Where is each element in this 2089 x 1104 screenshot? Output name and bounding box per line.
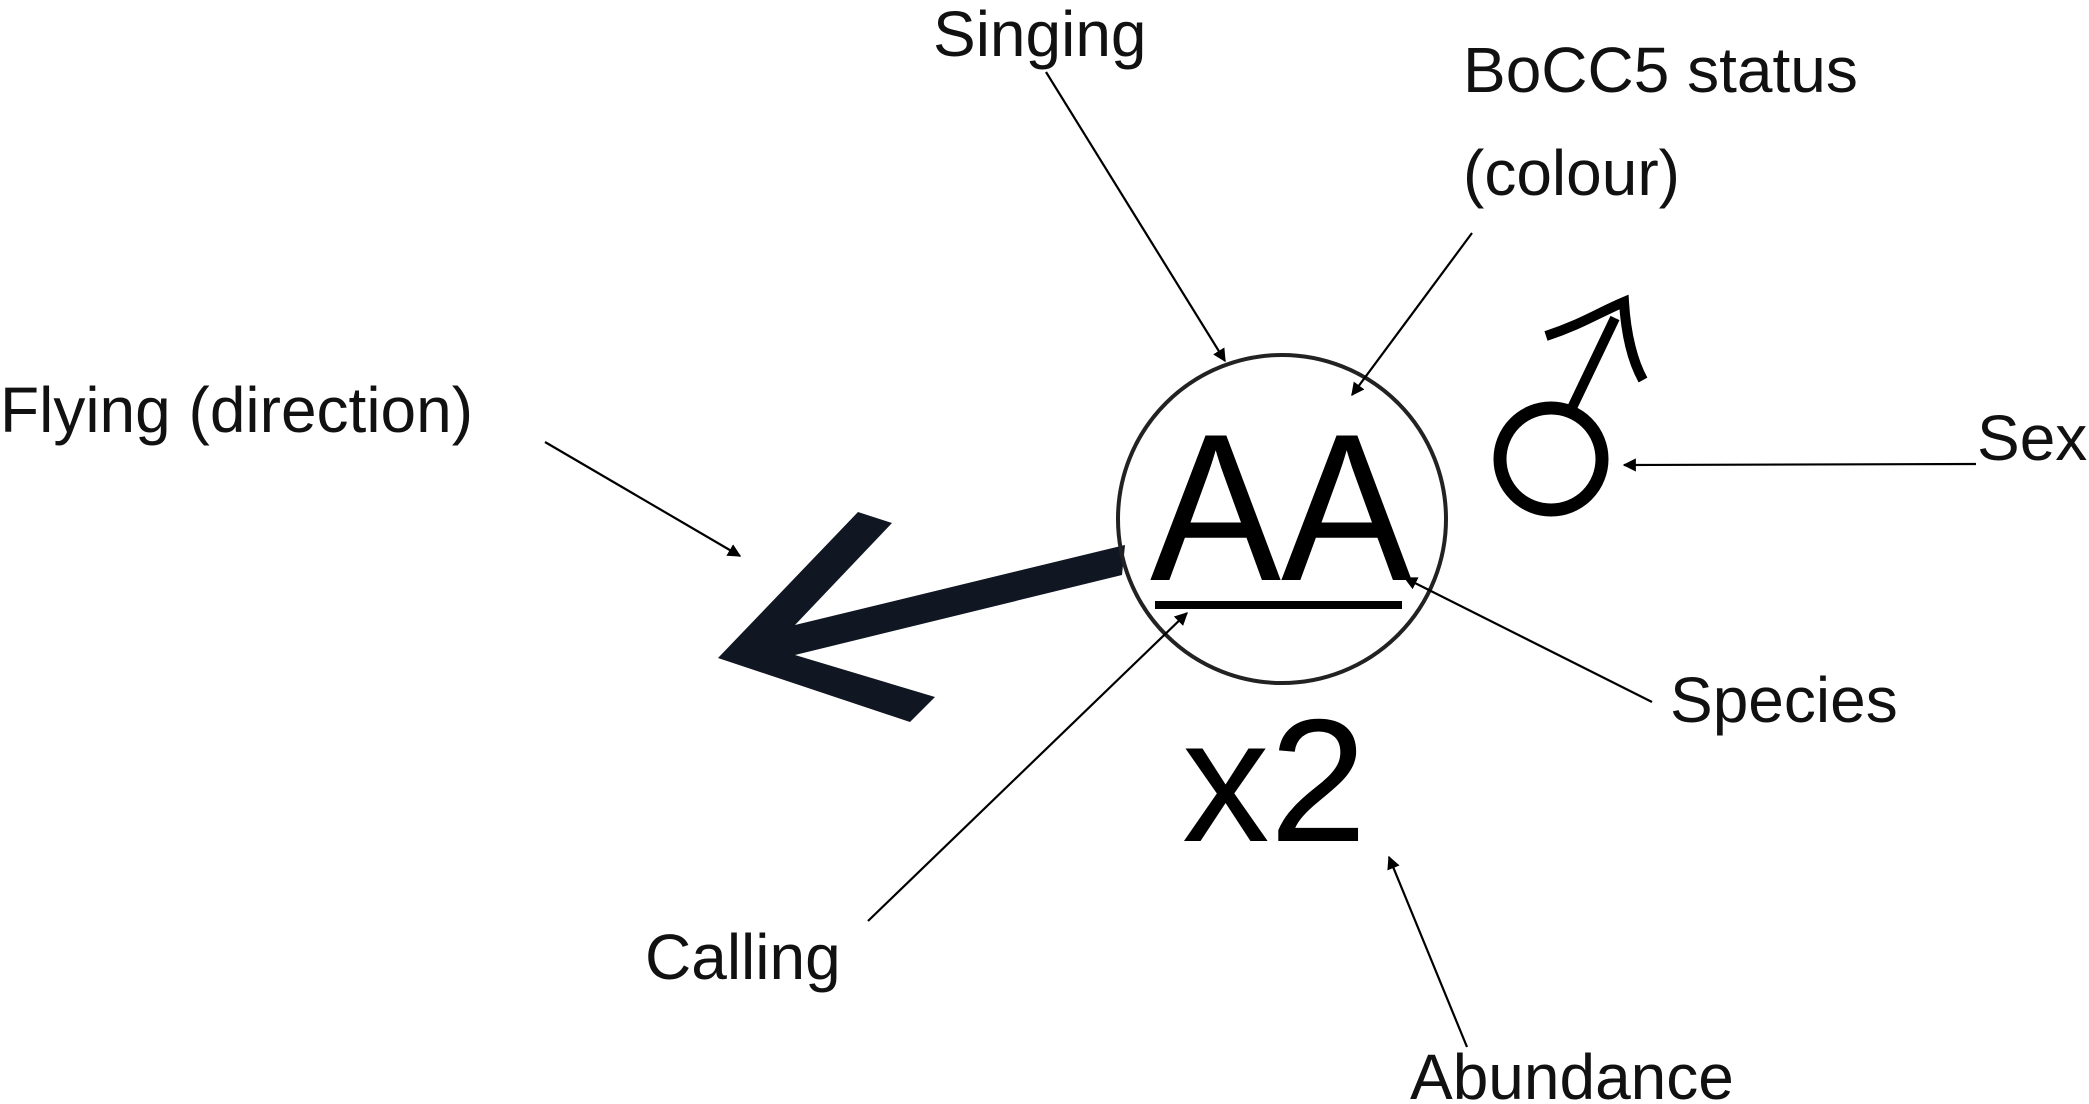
singing-leader-line [1045, 71, 1226, 363]
bocc5-status-label-line2: (colour) [1463, 137, 1680, 209]
singing-circle-icon [1116, 353, 1448, 685]
male-symbol-icon [1493, 294, 1648, 517]
sex-leader-line [1622, 458, 1977, 472]
species-code: AA [1150, 390, 1412, 625]
abundance-leader-line [1387, 855, 1469, 1048]
sex-label: Sex [1977, 402, 2087, 474]
flying-direction-arrow-icon [718, 512, 1125, 722]
flying-label: Flying (direction) [0, 374, 473, 446]
singing-label: Singing [933, 0, 1147, 70]
species-label: Species [1670, 664, 1898, 736]
species-leader-line [1403, 577, 1653, 703]
abundance-label: Abundance [1410, 1041, 1734, 1104]
flying-leader-line [544, 441, 742, 557]
abundance-value: x2 [1182, 684, 1367, 879]
bocc5-status-label-line1: BoCC5 status [1463, 34, 1858, 106]
bocc5-leader-line [1351, 232, 1473, 397]
calling-leader-line [867, 612, 1188, 922]
calling-label: Calling [645, 921, 841, 993]
